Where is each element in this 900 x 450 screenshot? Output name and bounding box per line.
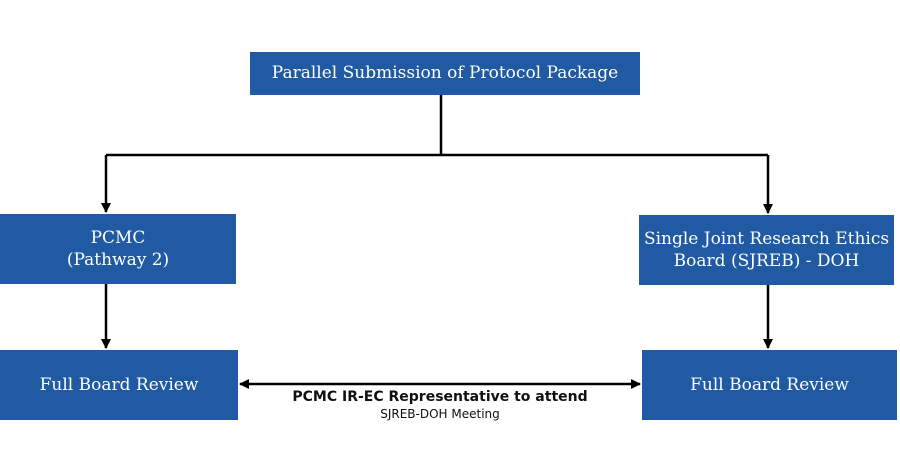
full-board-review-left-box: Full Board Review [0,350,238,420]
parallel-submission-box: Parallel Submission of Protocol Package [250,52,640,95]
link-note-main: PCMC IR-EC Representative to attend [292,389,588,405]
pcmc-label-line2: (Pathway 2) [66,250,170,270]
sjreb-box: Single Joint Research Ethics Board (SJRE… [639,215,894,285]
link-note-sub: SJREB-DOH Meeting [380,407,500,421]
pcmc-box: PCMC (Pathway 2) [0,214,236,284]
full-board-review-left-label: Full Board Review [39,374,199,395]
sjreb-label-line1: Single Joint Research Ethics [643,228,890,249]
full-board-review-right-box: Full Board Review [642,350,897,420]
sjreb-label-line2: Board (SJREB) - DOH [673,251,860,271]
pcmc-label-line1: PCMC [90,227,146,248]
parallel-submission-label: Parallel Submission of Protocol Package [271,63,619,84]
full-board-review-right-label: Full Board Review [690,374,849,395]
